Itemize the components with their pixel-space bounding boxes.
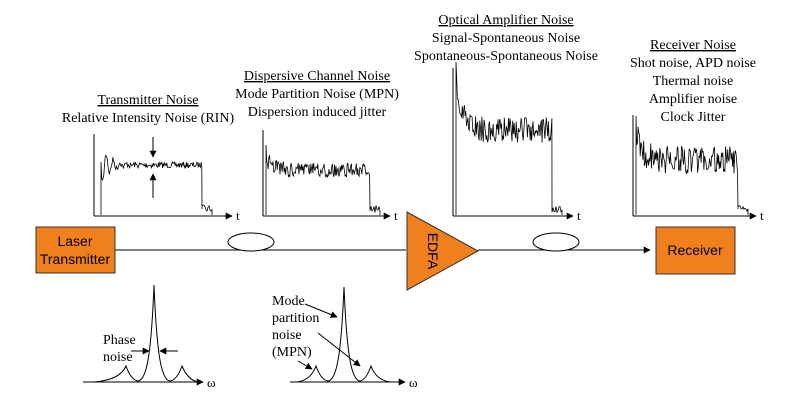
receiver-noise-line-4: Clock Jitter xyxy=(661,110,726,125)
receiver-noise-title: Receiver Noise xyxy=(650,38,736,53)
receiver-label: Receiver xyxy=(667,242,723,258)
mpn-arrow-main xyxy=(304,303,338,318)
transmitter-plot-t-label: t xyxy=(236,208,240,223)
amplifier-noise-line-2: Spontaneous-Spontaneous Noise xyxy=(414,49,598,64)
laser-transmitter-block: Laser Transmitter xyxy=(35,226,116,274)
channel-noise-trace xyxy=(265,144,381,215)
receiver-box xyxy=(655,226,736,275)
receiver-noise-plot: t xyxy=(632,115,764,223)
channel-noise-line-2: Dispersion induced jitter xyxy=(248,105,387,120)
channel-noise-plot: t xyxy=(262,130,398,223)
fiber-coil-2 xyxy=(532,232,580,252)
edfa-label: EDFA xyxy=(425,233,441,270)
receiver-noise-line-1: Shot noise, APD noise xyxy=(630,56,756,71)
mpn-label-4: (MPN) xyxy=(272,345,312,360)
mpn-arrow-side-left xyxy=(297,360,313,370)
receiver-noise-line-3: Amplifier noise xyxy=(649,92,737,107)
phase-spectrum-trace xyxy=(93,284,199,383)
laser-transmitter-box xyxy=(35,226,116,274)
amplifier-noise-title: Optical Amplifier Noise xyxy=(438,13,573,28)
transmitter-noise-text: Transmitter Noise Relative Intensity Noi… xyxy=(62,93,235,126)
receiver-noise-trace xyxy=(635,115,749,215)
edfa-amplifier-triangle xyxy=(406,211,480,291)
mpn-spectrum: Mode partition noise (MPN) ω xyxy=(272,286,418,390)
receiver-noise-line-2: Thermal noise xyxy=(653,74,733,89)
amplifier-noise-trace xyxy=(455,61,563,215)
channel-noise-text: Dispersive Channel Noise Mode Partition … xyxy=(235,69,399,120)
amplifier-plot-t-label: t xyxy=(577,208,581,223)
amplifier-noise-text: Optical Amplifier Noise Signal-Spontaneo… xyxy=(414,13,598,64)
receiver-plot-t-label: t xyxy=(760,208,764,223)
phase-spectrum-omega: ω xyxy=(207,375,216,390)
mpn-arrow-side-right xyxy=(317,332,361,367)
phase-noise-spectrum: Phase noise ω xyxy=(83,284,216,390)
amplifier-noise-plot: t xyxy=(452,61,581,223)
phase-noise-label-1: Phase xyxy=(103,333,136,348)
laser-label-line-1: Laser xyxy=(57,233,92,249)
mpn-label-3: noise xyxy=(272,328,302,343)
laser-label-line-2: Transmitter xyxy=(40,251,111,267)
mpn-spectrum-omega: ω xyxy=(409,375,418,390)
receiver-block: Receiver xyxy=(655,226,736,275)
channel-noise-line-1: Mode Partition Noise (MPN) xyxy=(235,87,399,102)
transmitter-noise-line-1: Relative Intensity Noise (RIN) xyxy=(62,111,235,126)
channel-noise-title: Dispersive Channel Noise xyxy=(244,69,390,84)
mpn-label-1: Mode xyxy=(272,294,305,309)
amplifier-noise-line-1: Signal-Spontaneous Noise xyxy=(432,31,580,46)
transmitter-noise-plot: t xyxy=(93,134,240,223)
channel-plot-t-label: t xyxy=(394,208,398,223)
optical-link xyxy=(115,232,651,254)
mpn-spectrum-trace xyxy=(296,286,391,383)
phase-noise-label-2: noise xyxy=(103,350,133,365)
mpn-label-2: partition xyxy=(272,311,319,326)
receiver-noise-text: Receiver Noise Shot noise, APD noise The… xyxy=(630,38,756,125)
transmitter-noise-trace xyxy=(100,154,213,215)
fiber-coil-1 xyxy=(227,232,275,252)
transmitter-noise-title: Transmitter Noise xyxy=(98,93,199,108)
edfa-block: EDFA xyxy=(406,211,480,291)
